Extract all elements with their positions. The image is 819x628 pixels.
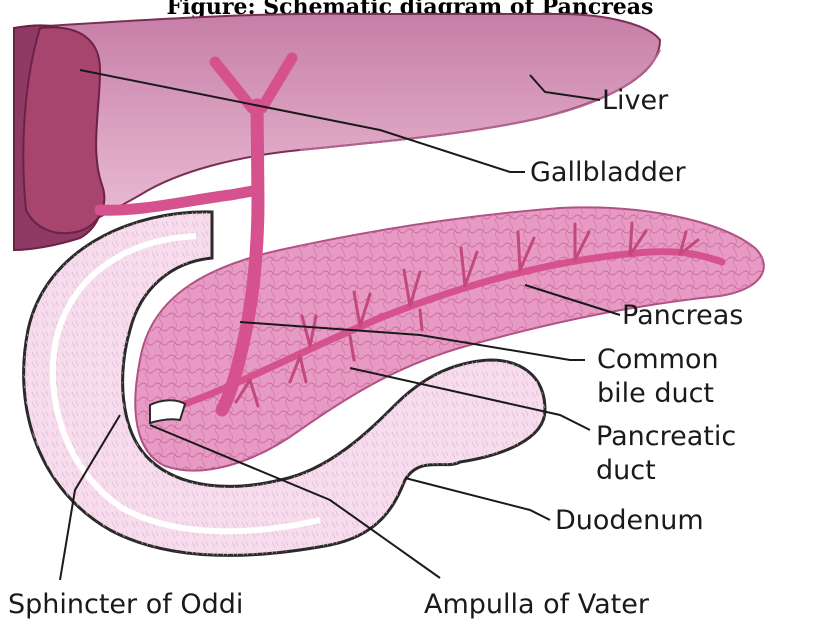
gallbladder xyxy=(23,27,104,233)
label-sphincter-of-oddi: Sphincter of Oddi xyxy=(8,589,243,620)
label-liver: Liver xyxy=(602,85,669,116)
label-pancreatic-duct-line2: duct xyxy=(596,455,656,486)
label-pancreatic-duct-line1: Pancreatic xyxy=(596,421,736,452)
label-gallbladder: Gallbladder xyxy=(530,157,687,188)
label-duodenum: Duodenum xyxy=(555,505,704,536)
label-common-bile-duct-line2: bile duct xyxy=(597,378,714,409)
label-common-bile-duct-line1: Common xyxy=(597,344,719,375)
label-pancreas: Pancreas xyxy=(622,300,743,331)
ampulla-sphincter xyxy=(150,400,185,423)
label-ampulla-of-vater: Ampulla of Vater xyxy=(424,589,650,620)
